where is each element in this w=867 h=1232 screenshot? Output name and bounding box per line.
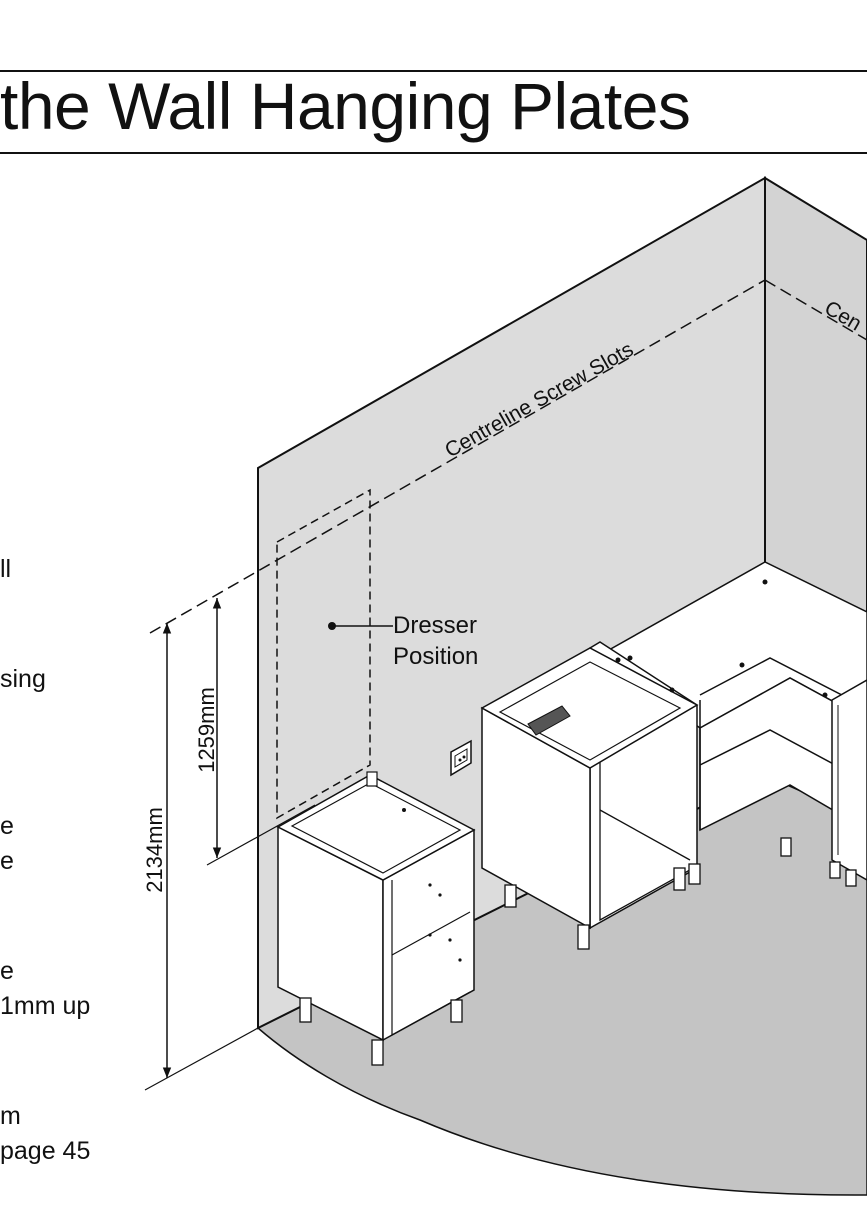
- dim-1259-extension: [206, 804, 316, 866]
- floor: [256, 774, 867, 1196]
- title-top-rule: [0, 70, 867, 72]
- centreline-left: [149, 279, 766, 634]
- instruction-fragment-2: sing: [0, 665, 46, 693]
- middle-base-unit: [480, 641, 701, 950]
- dresser-outline: [276, 488, 371, 820]
- dresser-position-label: Position: [393, 643, 478, 670]
- left-base-unit: [276, 771, 476, 1066]
- title-bottom-rule: [0, 152, 867, 154]
- dresser-label: Dresser: [393, 612, 477, 639]
- dim-2134-label: 2134mm: [142, 807, 167, 893]
- right-base-unit: [780, 679, 867, 887]
- instruction-fragment-3: e: [0, 812, 14, 840]
- instruction-fragment-6: 1mm up: [0, 992, 91, 1020]
- socket-icon: [450, 739, 472, 777]
- instruction-fragment-1: ll: [0, 555, 12, 583]
- dim-1259-label: 1259mm: [194, 687, 219, 773]
- instruction-fragment-4: e: [0, 847, 14, 875]
- centreline-right: [764, 279, 867, 341]
- instruction-fragment-8: page 45: [0, 1137, 91, 1165]
- dim-2134-extension: [144, 1027, 259, 1091]
- page-title: the Wall Hanging Plates: [0, 69, 691, 143]
- instruction-fragment-5: e: [0, 957, 14, 985]
- instruction-fragment-7: m: [0, 1102, 21, 1130]
